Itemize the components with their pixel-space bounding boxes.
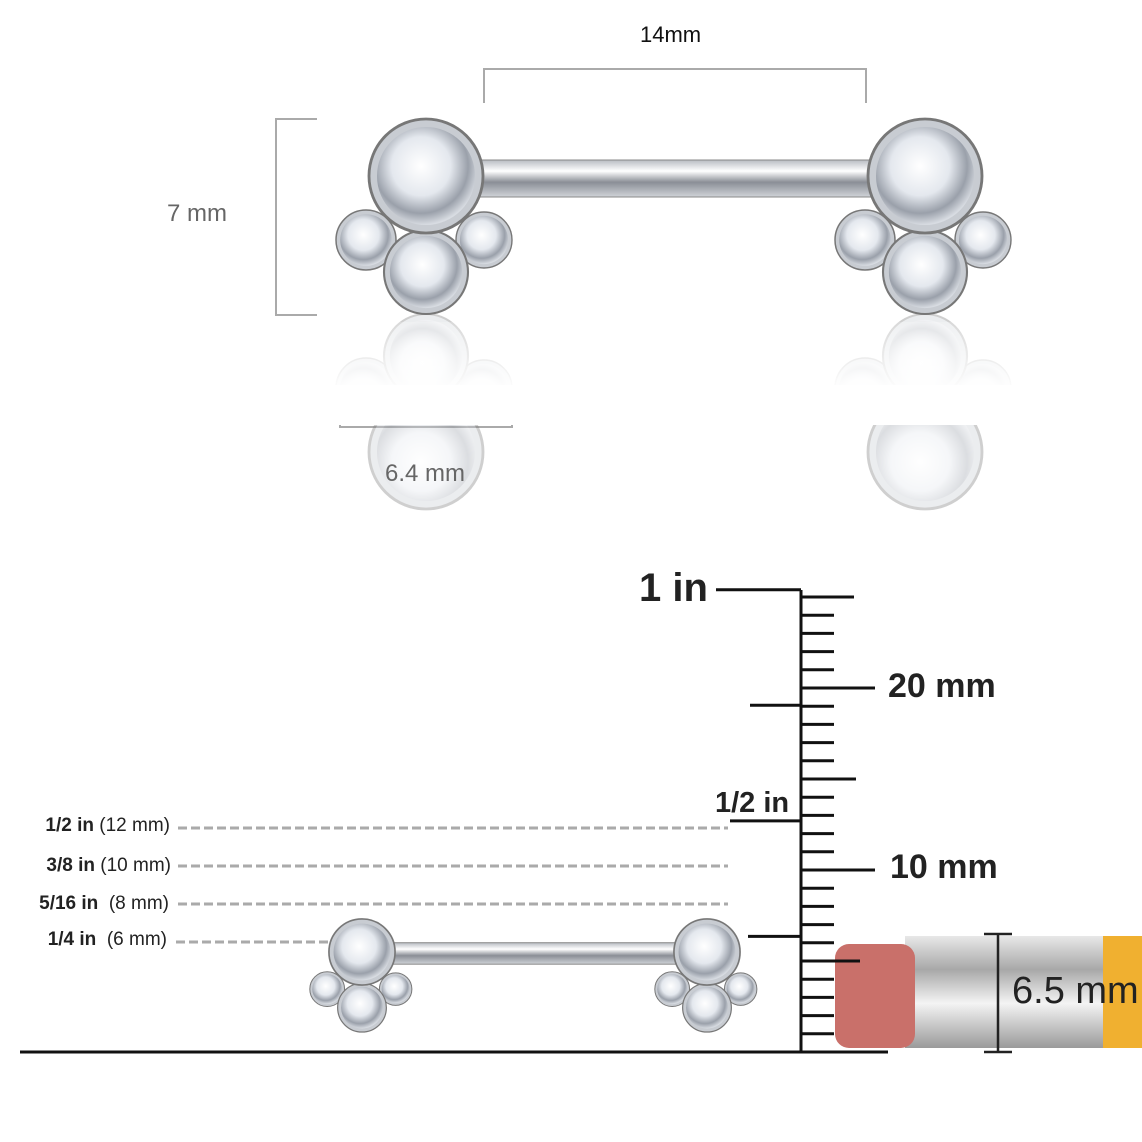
ruler-inch-label: 1 in — [639, 566, 708, 610]
left-gem-top-stone — [376, 126, 476, 226]
end-cluster-left — [309, 918, 413, 1033]
barbell-scale-view — [309, 918, 758, 1033]
left-gem-bottom-stone — [341, 986, 383, 1029]
right-gem-bottom-stone — [686, 986, 728, 1029]
length-label: 14mm — [640, 22, 702, 47]
reflection-gem-top-stone — [376, 402, 476, 502]
left-gem-small-right-stone — [459, 215, 509, 265]
reference-lines — [176, 826, 728, 944]
end-cluster-left — [335, 117, 513, 316]
length-bracket — [483, 68, 867, 103]
barbell-bar — [425, 159, 926, 198]
end-cluster-right — [654, 918, 758, 1033]
left-gem-small-left-stone — [340, 214, 392, 266]
right-gem-top-stone — [678, 923, 736, 981]
right-gem-small-left-stone — [657, 974, 688, 1005]
left-gem-top-stone — [333, 923, 391, 981]
right-gem-bottom-stone — [888, 235, 962, 309]
ruler — [716, 588, 875, 1052]
right-gem-small-left-stone — [839, 214, 891, 266]
pencil-reference — [835, 932, 1142, 1054]
right-gem-small-right-stone — [958, 215, 1008, 265]
ruler-20mm-label: 20 mm — [888, 667, 996, 705]
ref-label-6mm: 1/4 in (6 mm) — [47, 929, 167, 950]
ref-label-8mm: 5/16 in (8 mm) — [39, 893, 169, 914]
ref-label-12mm: 1/2 in (12 mm) — [45, 815, 170, 836]
left-gem-small-right-stone — [381, 975, 410, 1004]
right-gem-small-right-stone — [726, 975, 755, 1004]
height-label: 7 mm — [167, 200, 227, 227]
pencil-size-label: 6.5 mm — [1012, 970, 1139, 1012]
reflection-gem-top-stone — [875, 402, 975, 502]
pencil-ferrule — [905, 936, 1103, 1048]
ruler-half-inch-label: 1/2 in — [715, 787, 790, 819]
left-gem-small-left-stone — [312, 974, 343, 1005]
right-gem-top-stone — [875, 126, 975, 226]
barbell-bar — [361, 942, 708, 965]
barbell-top-view — [320, 117, 1040, 511]
left-gem-bottom-stone — [389, 235, 463, 309]
height-bracket — [275, 118, 317, 316]
ref-label-10mm: 3/8 in (10 mm) — [46, 855, 171, 876]
width-label: 6.4 mm — [385, 460, 466, 487]
end-cluster-right — [834, 117, 1012, 316]
ruler-10mm-label: 10 mm — [890, 848, 998, 886]
pencil-eraser — [835, 944, 915, 1048]
